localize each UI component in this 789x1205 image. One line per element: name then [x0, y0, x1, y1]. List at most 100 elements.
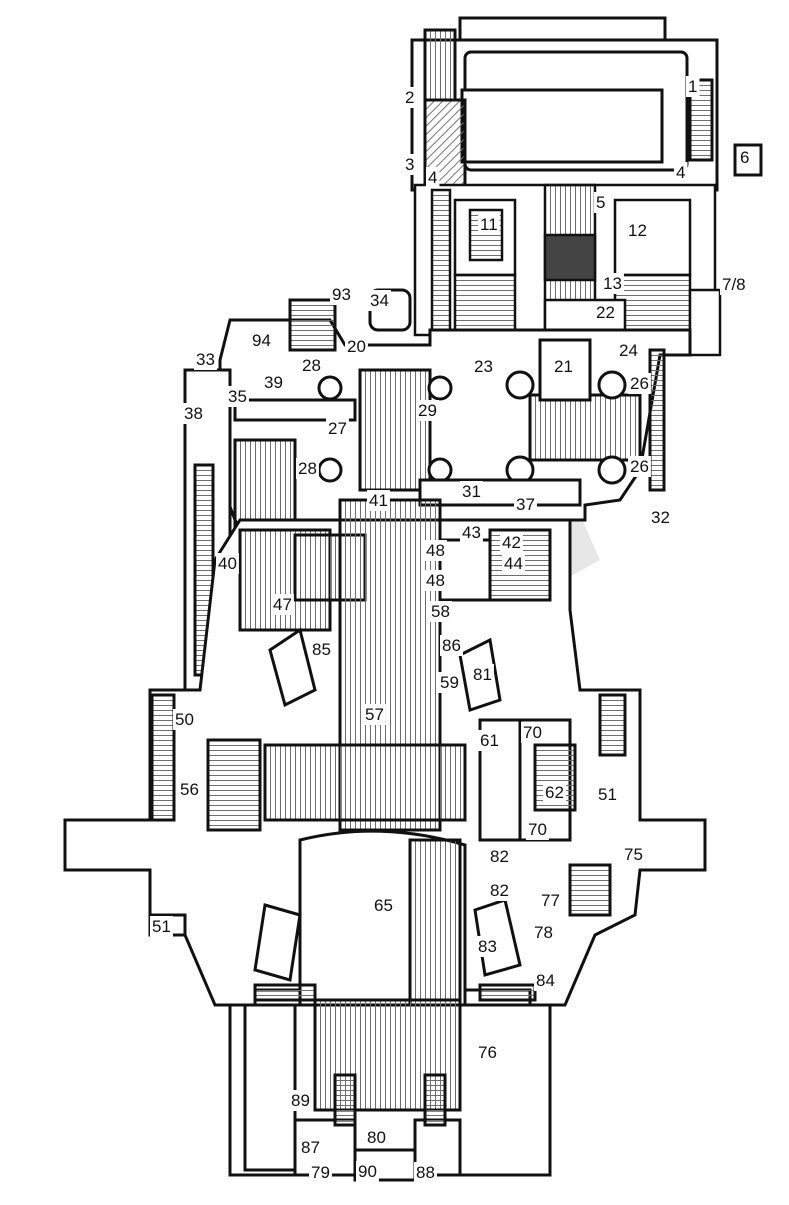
- part-label-background: [594, 302, 617, 323]
- part-label-background: [414, 1162, 437, 1183]
- gear-housing: [183, 288, 692, 692]
- part-label-11: 11: [480, 215, 498, 234]
- part-label-61: 61: [480, 731, 499, 750]
- part-label-background: [502, 553, 525, 574]
- clutch-pack: [413, 183, 722, 532]
- part-label-40: 40: [218, 554, 237, 573]
- part-label-56: 56: [180, 780, 199, 799]
- part-label-background: [720, 274, 748, 295]
- part-label-51: 51: [598, 785, 617, 804]
- part-label-background: [649, 507, 672, 528]
- part-label-29: 29: [418, 401, 437, 420]
- part-label-background: [426, 167, 440, 188]
- part-label-75: 75: [624, 845, 643, 864]
- part-label-background: [472, 356, 495, 377]
- part-label-background: [299, 1137, 322, 1158]
- part-label-background: [173, 709, 196, 730]
- part-label-94: 94: [252, 331, 271, 350]
- part-label-88: 88: [416, 1163, 435, 1182]
- part-label-background: [178, 779, 201, 800]
- part-label-background: [617, 340, 640, 361]
- part-label-background: [626, 220, 649, 241]
- part-label-background: [424, 570, 447, 591]
- part-label-38: 38: [184, 404, 203, 423]
- part-label-background: [738, 147, 752, 168]
- part-label-background: [628, 456, 651, 477]
- part-label-background: [476, 1042, 499, 1063]
- part-label-background: [686, 76, 700, 97]
- part-label-70: 70: [528, 820, 547, 839]
- part-label-37: 37: [516, 495, 535, 514]
- part-label-7-8: 7/8: [722, 275, 746, 294]
- part-label-27: 27: [328, 419, 347, 438]
- part-label-47: 47: [273, 595, 292, 614]
- part-label-background: [365, 1127, 388, 1148]
- part-label-background: [478, 730, 501, 751]
- part-label-34: 34: [370, 291, 389, 310]
- part-label-background: [471, 664, 494, 685]
- part-label-background: [216, 553, 239, 574]
- part-label-background: [367, 490, 390, 511]
- part-label-background: [356, 1161, 379, 1182]
- part-label-background: [543, 782, 566, 803]
- part-label-background: [526, 819, 549, 840]
- part-label-background: [601, 273, 624, 294]
- part-label-48: 48: [426, 541, 445, 560]
- part-label-background: [345, 336, 368, 357]
- part-label-background: [552, 356, 575, 377]
- part-label-background: [460, 522, 483, 543]
- part-label-59: 59: [440, 673, 459, 692]
- part-label-background: [368, 290, 391, 311]
- part-label-background: [262, 372, 285, 393]
- part-label-28: 28: [298, 459, 317, 478]
- part-label-background: [271, 594, 294, 615]
- part-label-background: [403, 154, 417, 175]
- part-label-background: [289, 1090, 312, 1111]
- part-label-41: 41: [369, 491, 388, 510]
- part-label-20: 20: [347, 337, 366, 356]
- part-label-86: 86: [442, 636, 461, 655]
- part-label-78: 78: [534, 923, 553, 942]
- part-label-79: 79: [311, 1163, 330, 1182]
- part-label-48: 48: [426, 571, 445, 590]
- part-label-51: 51: [152, 917, 171, 936]
- part-label-62: 62: [545, 783, 564, 802]
- part-label-background: [628, 373, 651, 394]
- motor-housing: [410, 16, 763, 192]
- part-label-80: 80: [367, 1128, 386, 1147]
- part-label-42: 42: [502, 533, 521, 552]
- part-label-background: [478, 214, 500, 235]
- part-label-33: 33: [196, 350, 215, 369]
- part-label-13: 13: [603, 274, 622, 293]
- part-label-70: 70: [523, 723, 542, 742]
- part-label-23: 23: [474, 357, 493, 376]
- part-label-35: 35: [228, 387, 247, 406]
- part-label-background: [438, 672, 461, 693]
- part-label-background: [150, 916, 173, 937]
- part-label-77: 77: [541, 891, 560, 910]
- part-label-background: [310, 639, 333, 660]
- part-label-93: 93: [332, 285, 351, 304]
- part-label-87: 87: [301, 1138, 320, 1157]
- part-label-65: 65: [374, 896, 393, 915]
- part-label-4: 4: [428, 168, 437, 187]
- part-label-background: [194, 349, 217, 370]
- part-label-57: 57: [365, 705, 384, 724]
- part-label-background: [182, 403, 205, 424]
- part-label-background: [372, 895, 395, 916]
- part-label-background: [532, 922, 555, 943]
- part-label-background: [539, 890, 562, 911]
- part-label-background: [300, 355, 323, 376]
- part-label-background: [326, 418, 349, 439]
- part-label-background: [594, 192, 608, 213]
- part-label-background: [330, 284, 353, 305]
- part-label-background: [476, 936, 499, 957]
- part-label-background: [460, 481, 483, 502]
- part-label-background: [296, 458, 319, 479]
- part-label-82: 82: [490, 847, 509, 866]
- part-label-background: [403, 87, 417, 108]
- part-label-background: [488, 846, 511, 867]
- part-label-background: [424, 540, 447, 561]
- part-label-89: 89: [291, 1091, 310, 1110]
